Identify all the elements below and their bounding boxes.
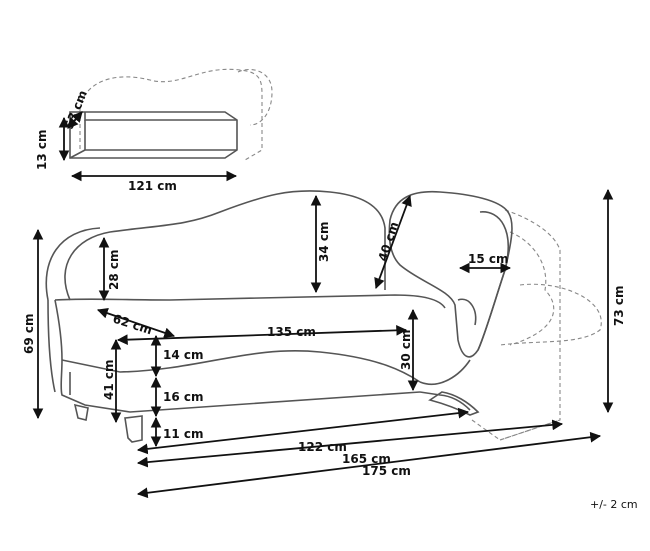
- total-height-label: 73 cm: [612, 286, 626, 327]
- seat-length-label: 135 cm: [267, 325, 316, 339]
- base-height-label: 16 cm: [163, 390, 204, 404]
- overall-height-label: 69 cm: [22, 314, 36, 355]
- storage-box: [69, 111, 238, 159]
- storage-width-label: 121 cm: [128, 179, 177, 193]
- pillow-diameter-label: 15 cm: [468, 252, 509, 266]
- base-length-label: 122 cm: [298, 440, 347, 454]
- pillow-length-arrow: [374, 194, 412, 290]
- pillow-length-label: 40 cm: [376, 220, 402, 263]
- back-top-height-label: 34 cm: [317, 222, 331, 263]
- cushion-thickness-label: 14 cm: [163, 348, 204, 362]
- seat-depth-label: 62 cm: [111, 312, 154, 338]
- storage-height-label: 13 cm: [35, 130, 49, 171]
- leg-height-label: 11 cm: [163, 427, 204, 441]
- chaise-body: [45, 190, 602, 443]
- armrest-height-label: 30 cm: [399, 330, 413, 371]
- total-length-label: 175 cm: [362, 464, 411, 478]
- frame-height-label: 41 cm: [102, 360, 116, 401]
- storage-depth-arrow: [67, 111, 83, 129]
- tolerance-note: +/- 2 cm: [590, 498, 638, 511]
- storage-inset: [58, 68, 273, 182]
- total-length-arrow: [136, 431, 602, 499]
- seat-length-arrow: [116, 324, 408, 346]
- backrest-height-label: 28 cm: [107, 250, 121, 291]
- body-length-label: 165 cm: [342, 452, 391, 466]
